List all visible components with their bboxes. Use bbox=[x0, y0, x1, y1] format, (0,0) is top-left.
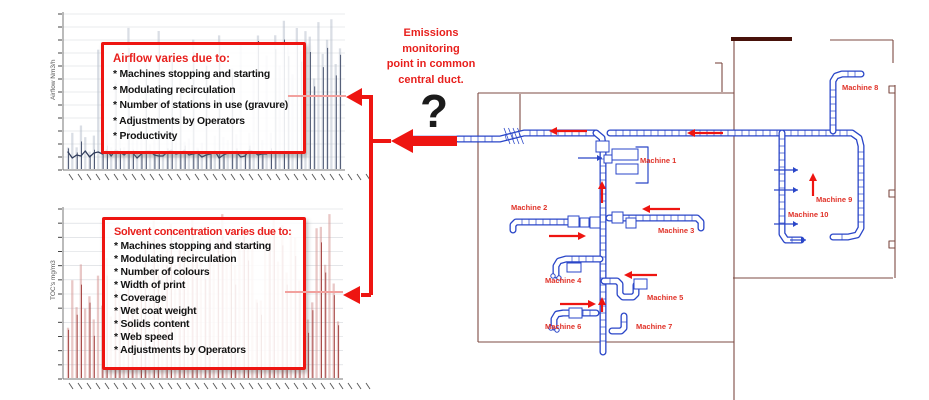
machine-label-10: Machine 10 bbox=[788, 210, 828, 219]
emissions-note-line: point in common bbox=[381, 57, 481, 73]
plant-plan bbox=[406, 39, 895, 400]
emissions-note-line: monitoring bbox=[381, 42, 481, 58]
question-mark: ? bbox=[420, 84, 448, 138]
emissions-note-line: Emissions bbox=[381, 26, 481, 42]
machine-label-8: Machine 8 bbox=[842, 83, 878, 92]
machine-label-7: Machine 7 bbox=[636, 322, 672, 331]
machine-label-9: Machine 9 bbox=[816, 195, 852, 204]
machine-label-5: Machine 5 bbox=[647, 293, 683, 302]
machine-label-6: Machine 6 bbox=[545, 322, 581, 331]
machine-label-4: Machine 4 bbox=[545, 276, 581, 285]
emissions-note: Emissions monitoring point in common cen… bbox=[381, 26, 481, 88]
machine-label-1: Machine 1 bbox=[640, 156, 676, 165]
machine-label-3: Machine 3 bbox=[658, 226, 694, 235]
machine-label-2: Machine 2 bbox=[511, 203, 547, 212]
